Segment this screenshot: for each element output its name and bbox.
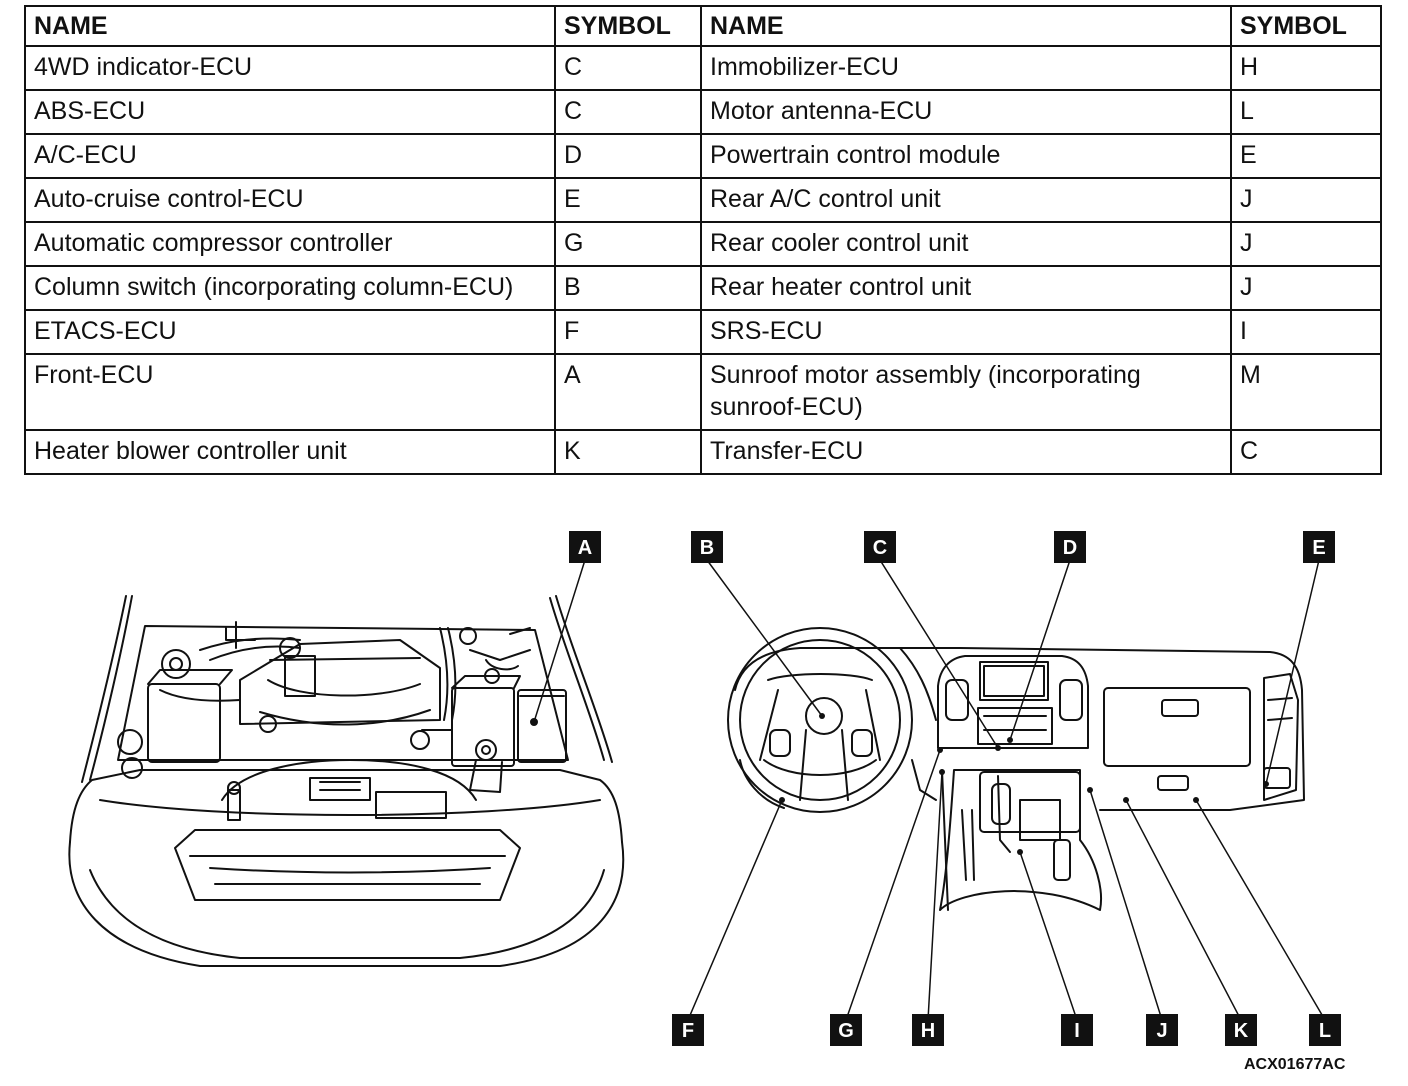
ecu-location-table: NAME SYMBOL NAME SYMBOL 4WD indicator-EC… [24,5,1382,475]
callout-k-letter: K [1234,1020,1249,1042]
table-cell-name: Column switch (incorporating column-ECU) [24,265,556,311]
table-cell-name: Motor antenna-ECU [700,89,1232,135]
table-cell-symbol: G [554,221,702,267]
table-cell-symbol: D [554,133,702,179]
callout-b-letter: B [700,537,714,559]
callout-e-letter: E [1312,537,1325,559]
table-cell-symbol: M [1230,353,1382,431]
table-cell-name: Powertrain control module [700,133,1232,179]
table-cell-name: Rear cooler control unit [700,221,1232,267]
table-row: A/C-ECU D Powertrain control module E [24,133,1382,179]
table-cell-name: Sunroof motor assembly (incorporating su… [700,353,1232,431]
callout-f-letter: F [682,1020,694,1042]
table-row: 4WD indicator-ECU C Immobilizer-ECU H [24,45,1382,91]
callout-l: L [1309,1014,1341,1046]
leader-dots [531,713,1269,855]
callout-k: K [1225,1014,1257,1046]
callout-e: E [1303,531,1335,563]
table-cell-name: SRS-ECU [700,309,1232,355]
table-cell-symbol: J [1230,265,1382,311]
table-cell-name: Auto-cruise control-ECU [24,177,556,223]
column-header-name: NAME [24,5,556,47]
table-cell-name: Rear A/C control unit [700,177,1232,223]
table-cell-name: Transfer-ECU [700,429,1232,475]
table-row: Auto-cruise control-ECU E Rear A/C contr… [24,177,1382,223]
table-row: Column switch (incorporating column-ECU)… [24,265,1382,311]
callout-j: J [1146,1014,1178,1046]
engine-compartment-illustration [68,595,625,967]
callout-h-letter: H [921,1020,935,1042]
table-cell-symbol: L [1230,89,1382,135]
table-cell-symbol: B [554,265,702,311]
callout-f: F [672,1014,704,1046]
table-cell-symbol: A [554,353,702,431]
callout-l-letter: L [1319,1020,1331,1042]
callout-j-letter: J [1156,1020,1167,1042]
table-cell-symbol: F [554,309,702,355]
callout-i-letter: I [1074,1020,1080,1042]
table-row: ABS-ECU C Motor antenna-ECU L [24,89,1382,135]
callout-d: D [1054,531,1086,563]
table-cell-name: Rear heater control unit [700,265,1232,311]
callout-a: A [569,531,601,563]
figure-code: ACX01677AC [1244,1056,1346,1073]
table-cell-symbol: C [554,89,702,135]
table-cell-symbol: J [1230,221,1382,267]
table-cell-symbol: C [1230,429,1382,475]
table-row: Front-ECU A Sunroof motor assembly (inco… [24,353,1382,431]
table-cell-name: ETACS-ECU [24,309,556,355]
table-cell-symbol: H [1230,45,1382,91]
table-header-row: NAME SYMBOL NAME SYMBOL [24,5,1382,47]
table-row: Automatic compressor controller G Rear c… [24,221,1382,267]
table-cell-name: Heater blower controller unit [24,429,556,475]
table-cell-name: 4WD indicator-ECU [24,45,556,91]
callout-g: G [830,1014,862,1046]
table-row: Heater blower controller unit K Transfer… [24,429,1382,475]
table-cell-symbol: I [1230,309,1382,355]
callout-h: H [912,1014,944,1046]
table-cell-symbol: J [1230,177,1382,223]
table-cell-name: ABS-ECU [24,89,556,135]
table-cell-symbol: E [554,177,702,223]
instrument-panel-illustration [727,627,1305,911]
callout-a-letter: A [578,537,592,559]
callout-c-letter: C [873,537,887,559]
column-header-name: NAME [700,5,1232,47]
leader-lines [533,559,1326,1021]
table-cell-symbol: C [554,45,702,91]
column-header-symbol: SYMBOL [554,5,702,47]
table-cell-name: Immobilizer-ECU [700,45,1232,91]
callout-g-letter: G [838,1020,854,1042]
column-header-symbol: SYMBOL [1230,5,1382,47]
table-cell-name: Automatic compressor controller [24,221,556,267]
table-cell-name: A/C-ECU [24,133,556,179]
table-cell-name: Front-ECU [24,353,556,431]
callout-c: C [864,531,896,563]
table-row: ETACS-ECU F SRS-ECU I [24,309,1382,355]
callout-d-letter: D [1063,537,1077,559]
callout-i: I [1061,1014,1093,1046]
table-cell-symbol: E [1230,133,1382,179]
callout-b: B [691,531,723,563]
table-cell-symbol: K [554,429,702,475]
